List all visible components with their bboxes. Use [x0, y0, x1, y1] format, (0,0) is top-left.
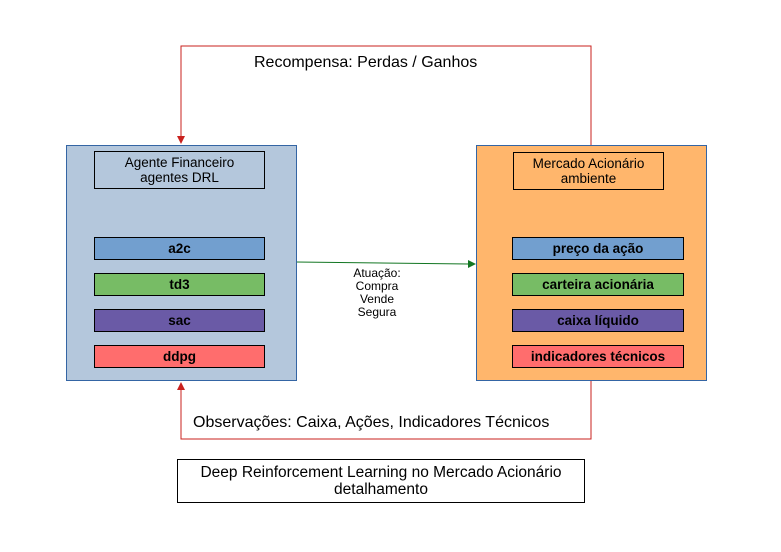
agent-item-td3: td3	[94, 273, 265, 296]
reward-arrowhead	[177, 136, 185, 144]
agent-panel: Agente Financeiro agentes DRL a2c td3 sa…	[66, 145, 297, 381]
observation-label: Observações: Caixa, Ações, Indicadores T…	[193, 414, 550, 431]
environment-title: Mercado Acionário	[532, 156, 645, 171]
environment-panel: Mercado Acionário ambiente preço da ação…	[476, 145, 707, 381]
action-option-segura: Segura	[357, 305, 397, 319]
environment-item-preco: preço da ação	[512, 237, 684, 260]
agent-subtitle: agentes DRL	[140, 170, 219, 185]
agent-title: Agente Financeiro	[124, 155, 235, 170]
reward-label: Recompensa: Perdas / Ganhos	[254, 54, 478, 71]
observation-arrowhead	[177, 382, 185, 390]
action-option-compra: Compra	[355, 279, 399, 293]
action-arrow	[295, 261, 470, 265]
agent-item-a2c: a2c	[94, 237, 265, 260]
environment-subtitle: ambiente	[560, 171, 617, 186]
action-option-vende: Vende	[359, 292, 395, 306]
action-label-group: Atuação: Compra Vende Segura	[340, 267, 414, 319]
diagram-caption: Deep Reinforcement Learning no Mercado A…	[177, 459, 585, 503]
reward-arrow	[180, 45, 592, 145]
environment-item-caixa: caixa líquido	[512, 309, 684, 332]
action-arrowhead	[468, 260, 476, 268]
action-label: Atuação:	[353, 266, 401, 280]
environment-item-indicadores: indicadores técnicos	[512, 345, 684, 368]
environment-item-carteira: carteira acionária	[512, 273, 684, 296]
caption-line-2: detalhamento	[334, 481, 428, 498]
agent-item-ddpg: ddpg	[94, 345, 265, 368]
caption-line-1: Deep Reinforcement Learning no Mercado A…	[200, 464, 562, 481]
agent-title-box: Agente Financeiro agentes DRL	[94, 151, 265, 189]
agent-item-sac: sac	[94, 309, 265, 332]
observation-arrow	[180, 381, 592, 440]
environment-title-box: Mercado Acionário ambiente	[513, 152, 664, 190]
